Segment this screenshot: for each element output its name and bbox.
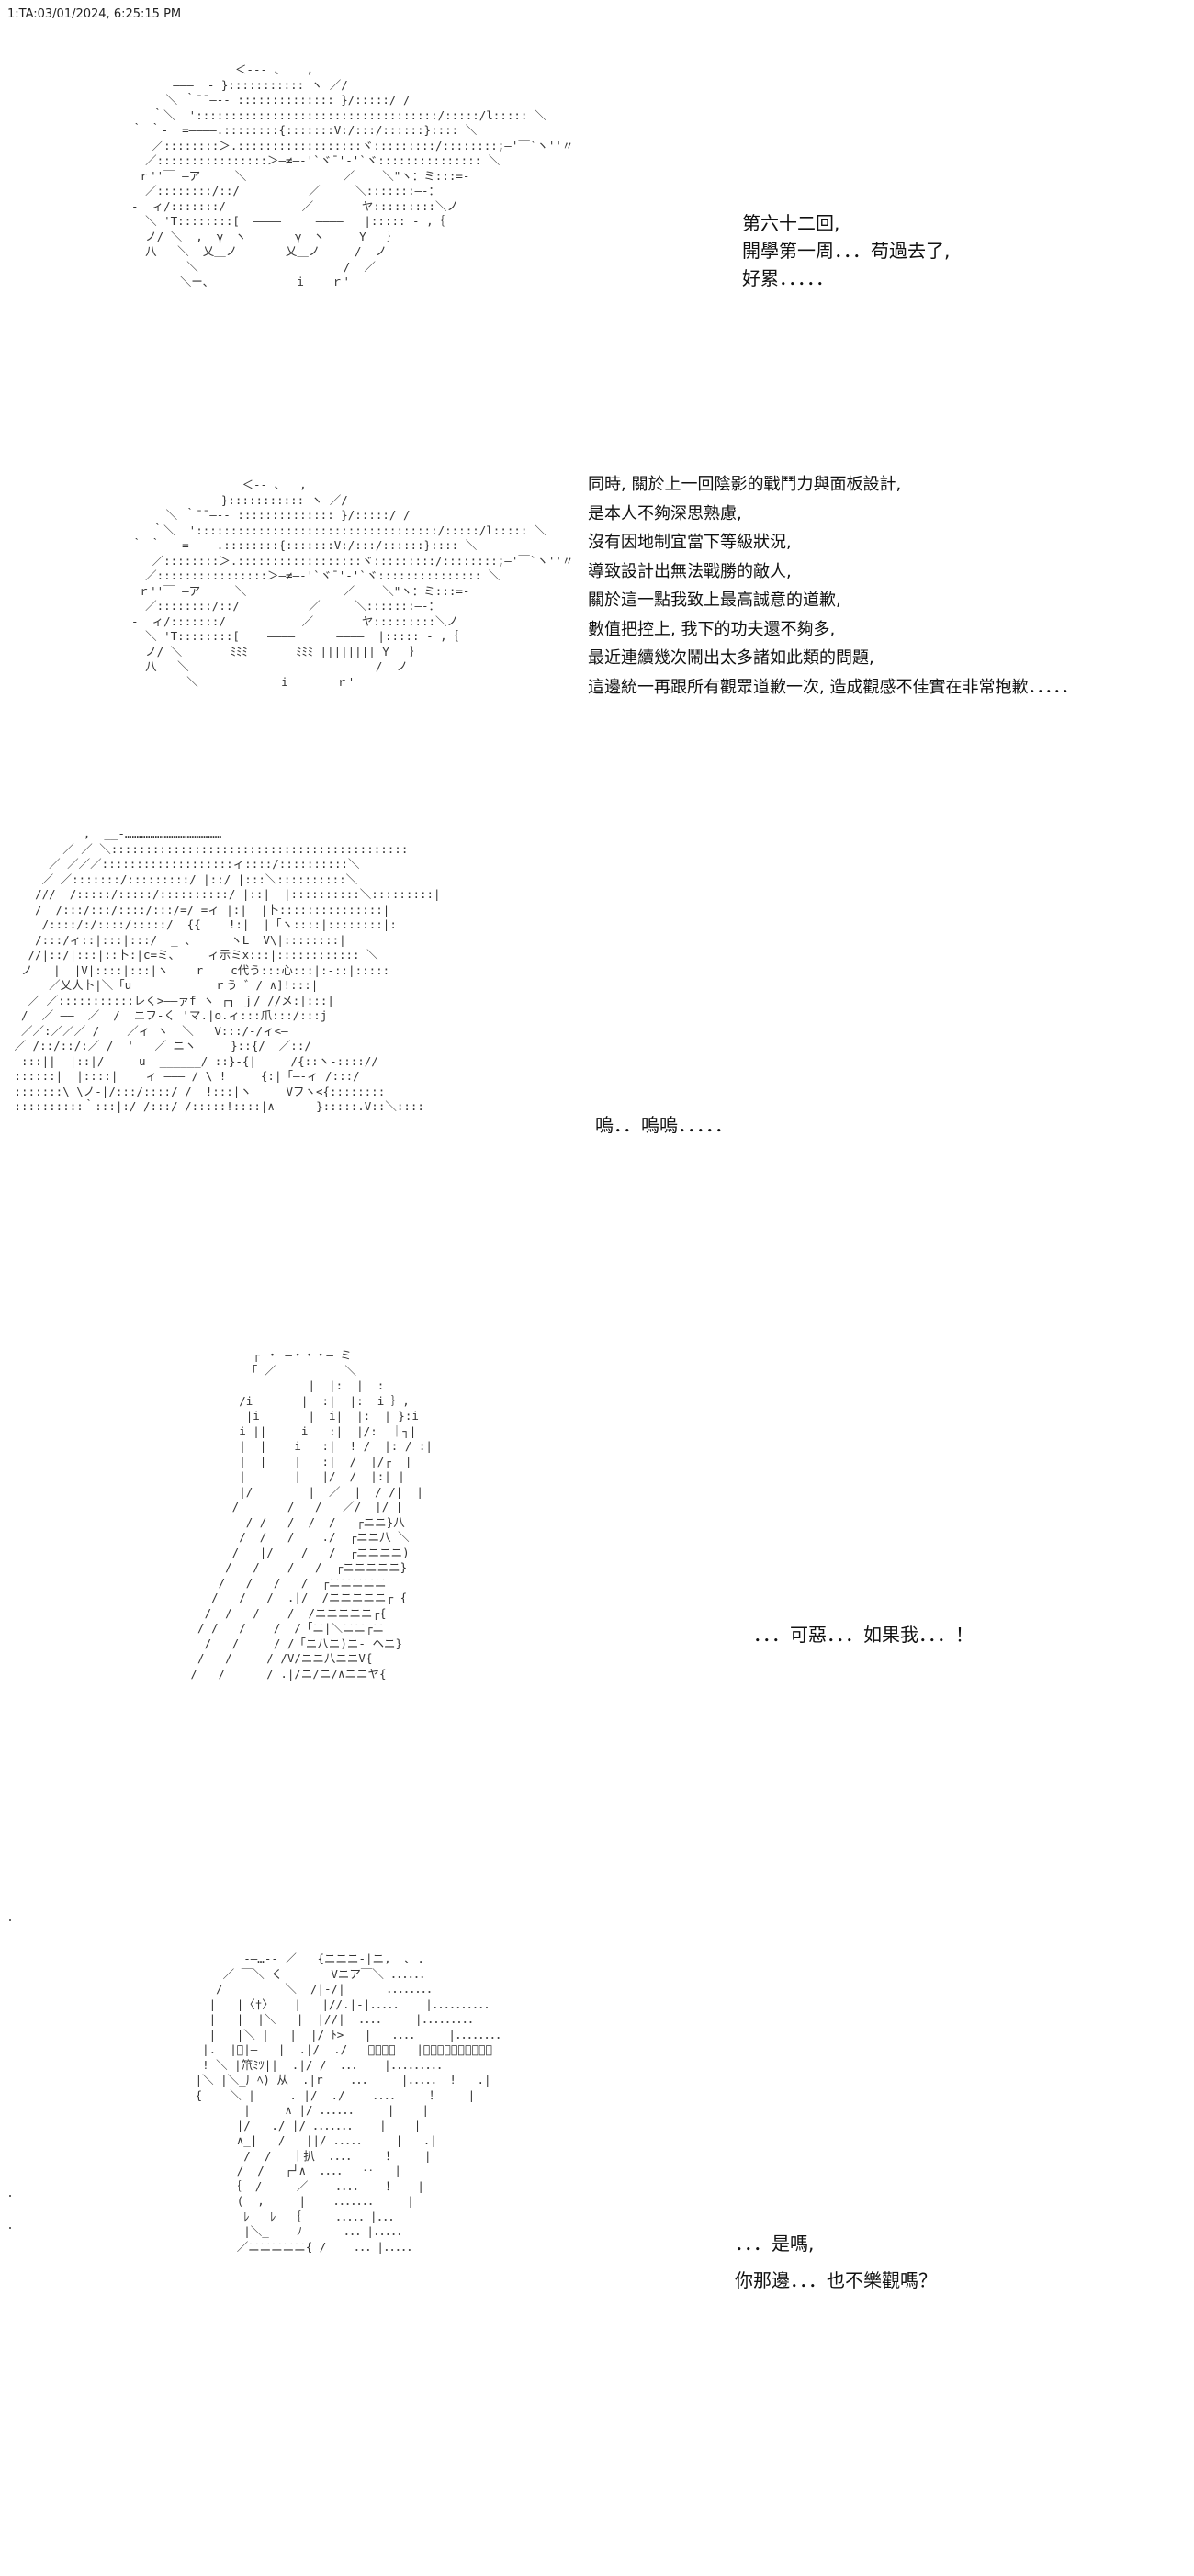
dialogue-panel-4: ．．．可惡．．．如果我．．．！ [753, 1621, 974, 1648]
dialogue-line: 是本人不夠深思熟慮, [588, 503, 742, 523]
dialogue-panel-3: 嗚．．嗚嗚．．．．． [595, 1111, 733, 1139]
dialogue-line: 導致設計出無法戰勝的敵人, [588, 561, 792, 581]
ascii-art-panel-1: ＜--- 、 , ――― - }::::::::::: ヽ ／/ ＼ ｀¯¯―-… [131, 62, 574, 288]
dialogue-line: 開學第一周．．．苟過去了, [742, 240, 951, 262]
ascii-art-panel-2: ＜-- 、 , ――― - }::::::::::: ヽ ／/ ＼ ｀¯¯―--… [131, 478, 574, 689]
dialogue-line: 數值把控上, 我下的功夫還不夠多, [588, 619, 836, 639]
speck [9, 2227, 11, 2229]
speck [9, 2195, 11, 2197]
ascii-art-panel-4: ┌ ・ ―・・・― ミ 「 ／ ＼ | |: | : /i | :| |: i … [190, 1348, 433, 1681]
dialogue-line: 沒有因地制宜當下等級狀況, [588, 533, 792, 552]
dialogue-line: 第六十二回, [742, 212, 840, 234]
dialogue-panel-1: 第六十二回, 開學第一周．．．苟過去了, 好累．．．．． [742, 209, 950, 292]
dialogue-line: 嗚．．嗚嗚．．．．． [595, 1114, 733, 1136]
dialogue-line: ．．．是嗎, [735, 2233, 815, 2255]
ascii-art-panel-5: -―…-- ／ {ニニニ-|ニ, ､ . ／ ￣＼ く Vニア￣＼ ．．．．．．… [195, 1952, 508, 2254]
ascii-art-panel-3: , __-…………………………………… ／ ／ ＼:::::::::::::::… [14, 827, 441, 1113]
speck [9, 1919, 11, 1921]
dialogue-line: ．．．可惡．．．如果我．．．！ [753, 1624, 974, 1646]
dialogue-line: 這邊統一再跟所有觀眾道歉一次, 造成觀感不佳實在非常抱歉．．．．． [588, 677, 1078, 697]
dialogue-line: 關於這一點我致上最高誠意的道歉, [588, 591, 841, 610]
dialogue-line: 好累．．．．． [742, 267, 834, 289]
post-header: 1:TA:03/01/2024, 6:25:15 PM [7, 7, 182, 21]
dialogue-line: 同時, 關於上一回陰影的戰鬥力與面板設計, [588, 475, 902, 494]
dialogue-panel-2: 同時, 關於上一回陰影的戰鬥力與面板設計, 是本人不夠深思熟慮, 沒有因地制宜當… [588, 470, 1077, 702]
dialogue-panel-5: ．．．是嗎, 你那邊．．．也不樂觀嗎？ [735, 2230, 937, 2294]
dialogue-line: 最近連續幾次鬧出太多諸如此類的問題, [588, 648, 874, 668]
dialogue-line: 你那邊．．．也不樂觀嗎？ [735, 2269, 937, 2291]
